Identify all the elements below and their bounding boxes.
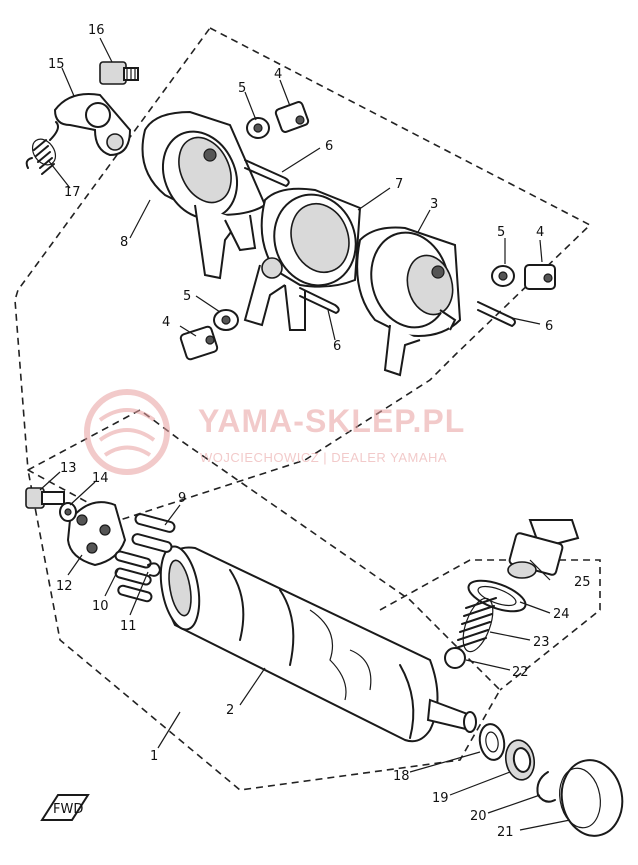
callout-10: 10: [92, 599, 109, 614]
callout-8: 8: [120, 235, 128, 250]
callout-11: 11: [120, 619, 137, 634]
callout-4-right: 4: [536, 225, 544, 240]
part-12-segment: [66, 501, 127, 567]
part-25-plug: [507, 519, 580, 579]
part-5-pin-left: [213, 309, 239, 331]
callout-17: 17: [64, 185, 81, 200]
callout-23: 23: [533, 635, 550, 650]
callout-18: 18: [393, 769, 410, 784]
watermark-logo: [84, 389, 170, 475]
part-23-spring: [455, 597, 497, 653]
part-24-gasket: [467, 579, 527, 613]
part-2-shift-drum: [159, 545, 477, 743]
part-3-shift-fork: [356, 226, 462, 377]
callout-9: 9: [178, 491, 186, 506]
callout-12: 12: [56, 579, 73, 594]
watermark-subtitle: WOJCIECHOWICZ | DEALER YAMAHA: [200, 450, 447, 465]
leader-lines: [39, 37, 571, 831]
part-7-shift-fork: [243, 187, 362, 331]
part-17-spring: [25, 121, 59, 175]
part-18-washer: [478, 723, 506, 761]
callout-21: 21: [497, 825, 514, 840]
callout-2: 2: [226, 703, 234, 718]
callout-4-left: 4: [162, 315, 170, 330]
fwd-badge-label: FWD: [53, 802, 83, 817]
callout-19: 19: [432, 791, 449, 806]
part-13-screw: [25, 487, 65, 509]
part-10-pins: [114, 550, 153, 603]
callout-24: 24: [553, 607, 570, 622]
part-20-circlip: [536, 771, 556, 803]
callout-4-top: 4: [274, 67, 282, 82]
callout-6-top: 6: [325, 139, 333, 154]
callout-3: 3: [430, 197, 438, 212]
callout-25: 25: [574, 575, 591, 590]
callout-6-left: 6: [333, 339, 341, 354]
part-11-circlip: [147, 562, 161, 577]
callouts: 1 2 3 4 4 4 5 5 5 6 6 6 7 8 9 10 11 12 1…: [48, 23, 591, 840]
part-8-shift-fork: [141, 110, 267, 280]
part-14-washer: [59, 502, 77, 522]
callout-6-right: 6: [545, 319, 553, 334]
part-15-stopper-lever: [53, 93, 132, 157]
callout-13: 13: [60, 461, 77, 476]
group-outlines: [14, 26, 601, 791]
callout-1: 1: [150, 749, 158, 764]
callout-5-right: 5: [497, 225, 505, 240]
part-4-roller-left: [179, 325, 219, 361]
callout-14: 14: [92, 471, 109, 486]
watermark-title: YAMA-SKLEP.PL: [198, 403, 465, 439]
part-6-cotter-top: [244, 159, 290, 187]
part-4-roller-right: [524, 264, 556, 290]
part-9-pins: [131, 513, 176, 553]
callout-15: 15: [48, 57, 65, 72]
part-6-cotter-left: [299, 287, 340, 314]
callout-5-top: 5: [238, 81, 246, 96]
part-21-cap: [559, 759, 624, 837]
callout-5-left: 5: [183, 289, 191, 304]
part-19-bearing: [504, 739, 536, 781]
part-5-pin-top: [246, 117, 270, 139]
callout-22: 22: [512, 665, 529, 680]
part-4-roller-top: [274, 101, 310, 133]
watermark: YAMA-SKLEP.PL WOJCIECHOWICZ | DEALER YAM…: [84, 389, 465, 475]
part-16-bolt: [99, 61, 139, 85]
part-22-ball: [444, 647, 466, 669]
callout-16: 16: [88, 23, 105, 38]
callout-7: 7: [395, 177, 403, 192]
fwd-badge: FWD: [40, 794, 90, 821]
callout-20: 20: [470, 809, 487, 824]
part-5-pin-right: [491, 265, 515, 287]
